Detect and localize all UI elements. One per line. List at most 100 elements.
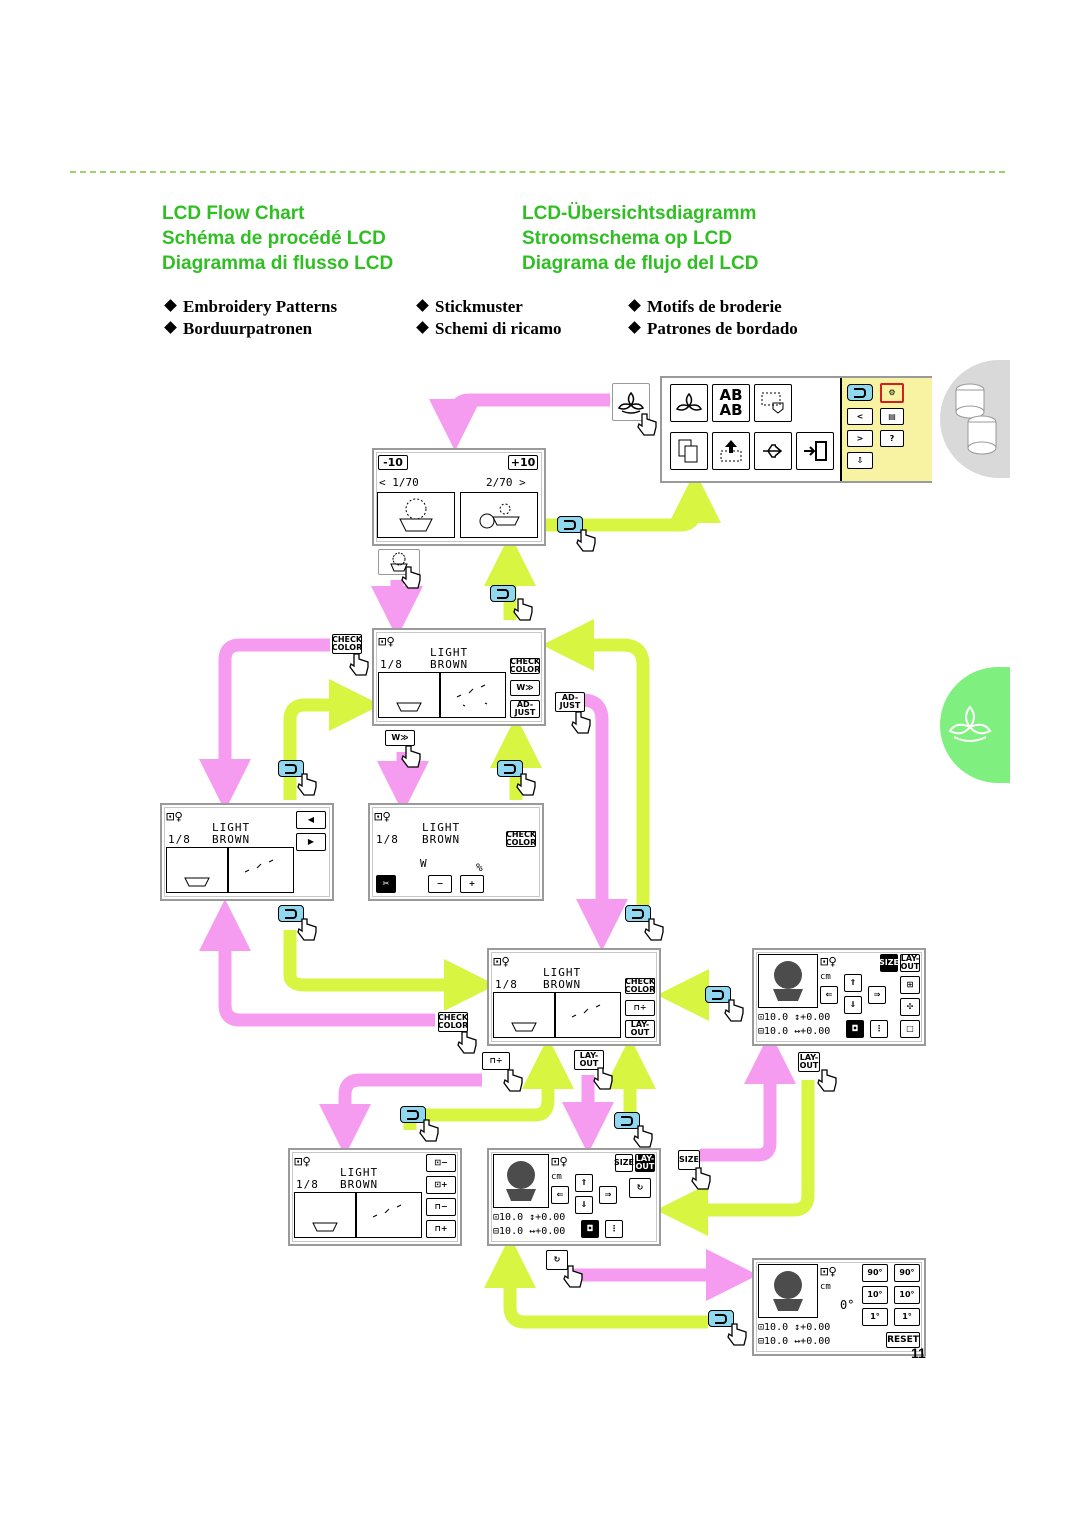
finger-press-icon — [724, 999, 744, 1022]
rotate-left-10-button[interactable]: 10° — [862, 1286, 888, 1304]
help-button[interactable]: ? — [880, 430, 904, 447]
arrow-down-button[interactable]: ⇓ — [575, 1196, 593, 1214]
speed-minus-button[interactable]: − — [428, 875, 452, 893]
enlarge-button[interactable]: ⊞ — [900, 976, 920, 994]
check-pattern-button[interactable]: CHECK COLOR — [505, 830, 537, 847]
pattern-thumbnail-1[interactable] — [377, 492, 455, 538]
selected-pattern-key[interactable] — [378, 549, 420, 575]
finger-press-icon — [691, 1167, 711, 1190]
back-button[interactable] — [625, 905, 651, 922]
adjust-button[interactable]: AD- JUST — [510, 700, 540, 718]
color-preview — [356, 1192, 422, 1238]
machine-setting-button[interactable]: ⚙ — [880, 383, 904, 403]
check-color-button[interactable]: CHECK COLOR — [624, 977, 656, 994]
reset-button[interactable]: RESET — [886, 1332, 920, 1348]
back-button[interactable] — [708, 1310, 734, 1327]
back-button[interactable] — [557, 516, 583, 533]
frame-button[interactable]: □ — [900, 1020, 920, 1038]
page-minus-10-button[interactable]: -10 — [378, 455, 408, 470]
pocket-button[interactable] — [712, 432, 750, 470]
hoop-plus-button[interactable]: ⊡+ — [426, 1176, 456, 1194]
bullet-nl: Borduurpatronen — [164, 319, 312, 339]
back-button[interactable] — [400, 1106, 426, 1123]
mirror-button[interactable]: ◘ — [846, 1020, 864, 1038]
embroidery-button[interactable] — [670, 384, 708, 422]
arrow-right-button[interactable]: ⇒ — [599, 1186, 617, 1204]
prev-page-button[interactable]: < — [847, 408, 873, 425]
check-color-button[interactable]: CHECK COLOR — [509, 657, 541, 674]
title-de: LCD-Übersichtsdiagramm — [522, 203, 757, 224]
scissors-button[interactable]: ✂ — [376, 875, 396, 893]
size-button[interactable]: SIZE — [879, 954, 899, 972]
prev-color-button[interactable]: ◀ — [296, 811, 326, 829]
arrow-up-button[interactable]: ⇑ — [575, 1174, 593, 1192]
arrow-down-button[interactable]: ⇓ — [844, 996, 862, 1014]
back-button[interactable] — [278, 905, 304, 922]
pocket-upload-icon — [720, 440, 742, 462]
usb-button[interactable] — [754, 432, 792, 470]
rotate-right-1-button[interactable]: 1° — [894, 1308, 920, 1326]
save-button[interactable]: ⇩ — [847, 452, 873, 469]
check-color-key[interactable]: CHECK COLOR — [437, 1012, 469, 1032]
embroidery-flower-icon — [675, 392, 703, 411]
check-color-key[interactable]: CHECK COLOR — [331, 634, 363, 654]
back-button[interactable] — [278, 760, 304, 777]
speed-plus-button[interactable]: + — [460, 875, 484, 893]
frame-pattern-button[interactable] — [754, 384, 792, 422]
rotate-button[interactable]: ↻ — [629, 1178, 651, 1198]
size-key[interactable]: SIZE — [678, 1150, 700, 1170]
embroidery-key[interactable] — [612, 383, 650, 421]
rotate-right-10-button[interactable]: 10° — [894, 1286, 920, 1304]
bullet-es: Patrones de bordado — [628, 319, 798, 339]
memory-button[interactable] — [670, 432, 708, 470]
hoop-key[interactable]: ⊓÷ — [482, 1052, 510, 1070]
layout-button[interactable]: LAY- OUT — [625, 1020, 655, 1038]
card-button[interactable] — [796, 432, 834, 470]
layout-button[interactable]: LAY- OUT — [635, 1154, 655, 1172]
prev-page-label[interactable]: < 1/70 — [379, 476, 419, 489]
needle-minus-button[interactable]: ⊓− — [426, 1198, 456, 1216]
next-color-button[interactable]: ▶ — [296, 833, 326, 851]
rotate-key[interactable]: ↻ — [546, 1250, 568, 1270]
arrow-right-button[interactable]: ⇒ — [868, 986, 886, 1004]
check-color-screen: ⊡♀ LIGHT BROWN 1/8 ◀ ▶ — [160, 803, 334, 901]
layout-key[interactable]: LAY- OUT — [574, 1050, 604, 1070]
hoop-minus-button[interactable]: ⊡− — [426, 1154, 456, 1172]
back-button[interactable] — [490, 585, 516, 602]
adjust-key[interactable]: AD- JUST — [555, 692, 585, 712]
back-button[interactable] — [497, 760, 523, 777]
needle-plus-button[interactable]: ⊓+ — [426, 1220, 456, 1238]
pattern-thumbnail-2[interactable] — [460, 492, 538, 538]
next-page-label[interactable]: 2/70 > — [486, 476, 526, 489]
basket-preview-icon — [396, 702, 422, 712]
rotate-right-90-button[interactable]: 90° — [894, 1264, 920, 1282]
rotate-left-1-button[interactable]: 1° — [862, 1308, 888, 1326]
rotate-left-90-button[interactable]: 90° — [862, 1264, 888, 1282]
speed-button[interactable]: W≫ — [510, 680, 540, 696]
speed-icon: W — [420, 857, 427, 870]
width-readout: ⊡10.0 ↕+0.00 — [758, 1322, 831, 1333]
height-readout: ⊟10.0 ↔+0.00 — [758, 1026, 831, 1037]
hoop-button[interactable]: ⊓÷ — [625, 1000, 655, 1016]
trial-button[interactable]: ⋮ — [605, 1220, 623, 1238]
size-button[interactable]: SIZE — [614, 1154, 634, 1172]
arrow-up-button[interactable]: ⇑ — [844, 974, 862, 992]
thread-color-line2: BROWN — [430, 658, 469, 671]
color-preview — [555, 992, 621, 1038]
layout-key[interactable]: LAY- OUT — [798, 1052, 820, 1072]
arrow-left-button[interactable]: ⇐ — [820, 986, 838, 1004]
speed-key[interactable]: W≫ — [385, 730, 415, 746]
explain-button[interactable]: ▤ — [880, 408, 904, 425]
layout-button[interactable]: LAY- OUT — [900, 954, 920, 972]
back-button[interactable] — [705, 986, 731, 1003]
back-button[interactable] — [847, 384, 873, 401]
arrow-left-button[interactable]: ⇐ — [551, 1186, 569, 1204]
mirror-button[interactable]: ◘ — [581, 1220, 599, 1238]
trial-button[interactable]: ⋮ — [870, 1020, 888, 1038]
needle-presser-icon: ⊡♀ — [493, 954, 510, 970]
next-page-button[interactable]: > — [847, 430, 873, 447]
center-button[interactable]: ✣ — [900, 998, 920, 1016]
page-plus-10-button[interactable]: +10 — [508, 455, 538, 470]
back-button[interactable] — [614, 1112, 640, 1129]
